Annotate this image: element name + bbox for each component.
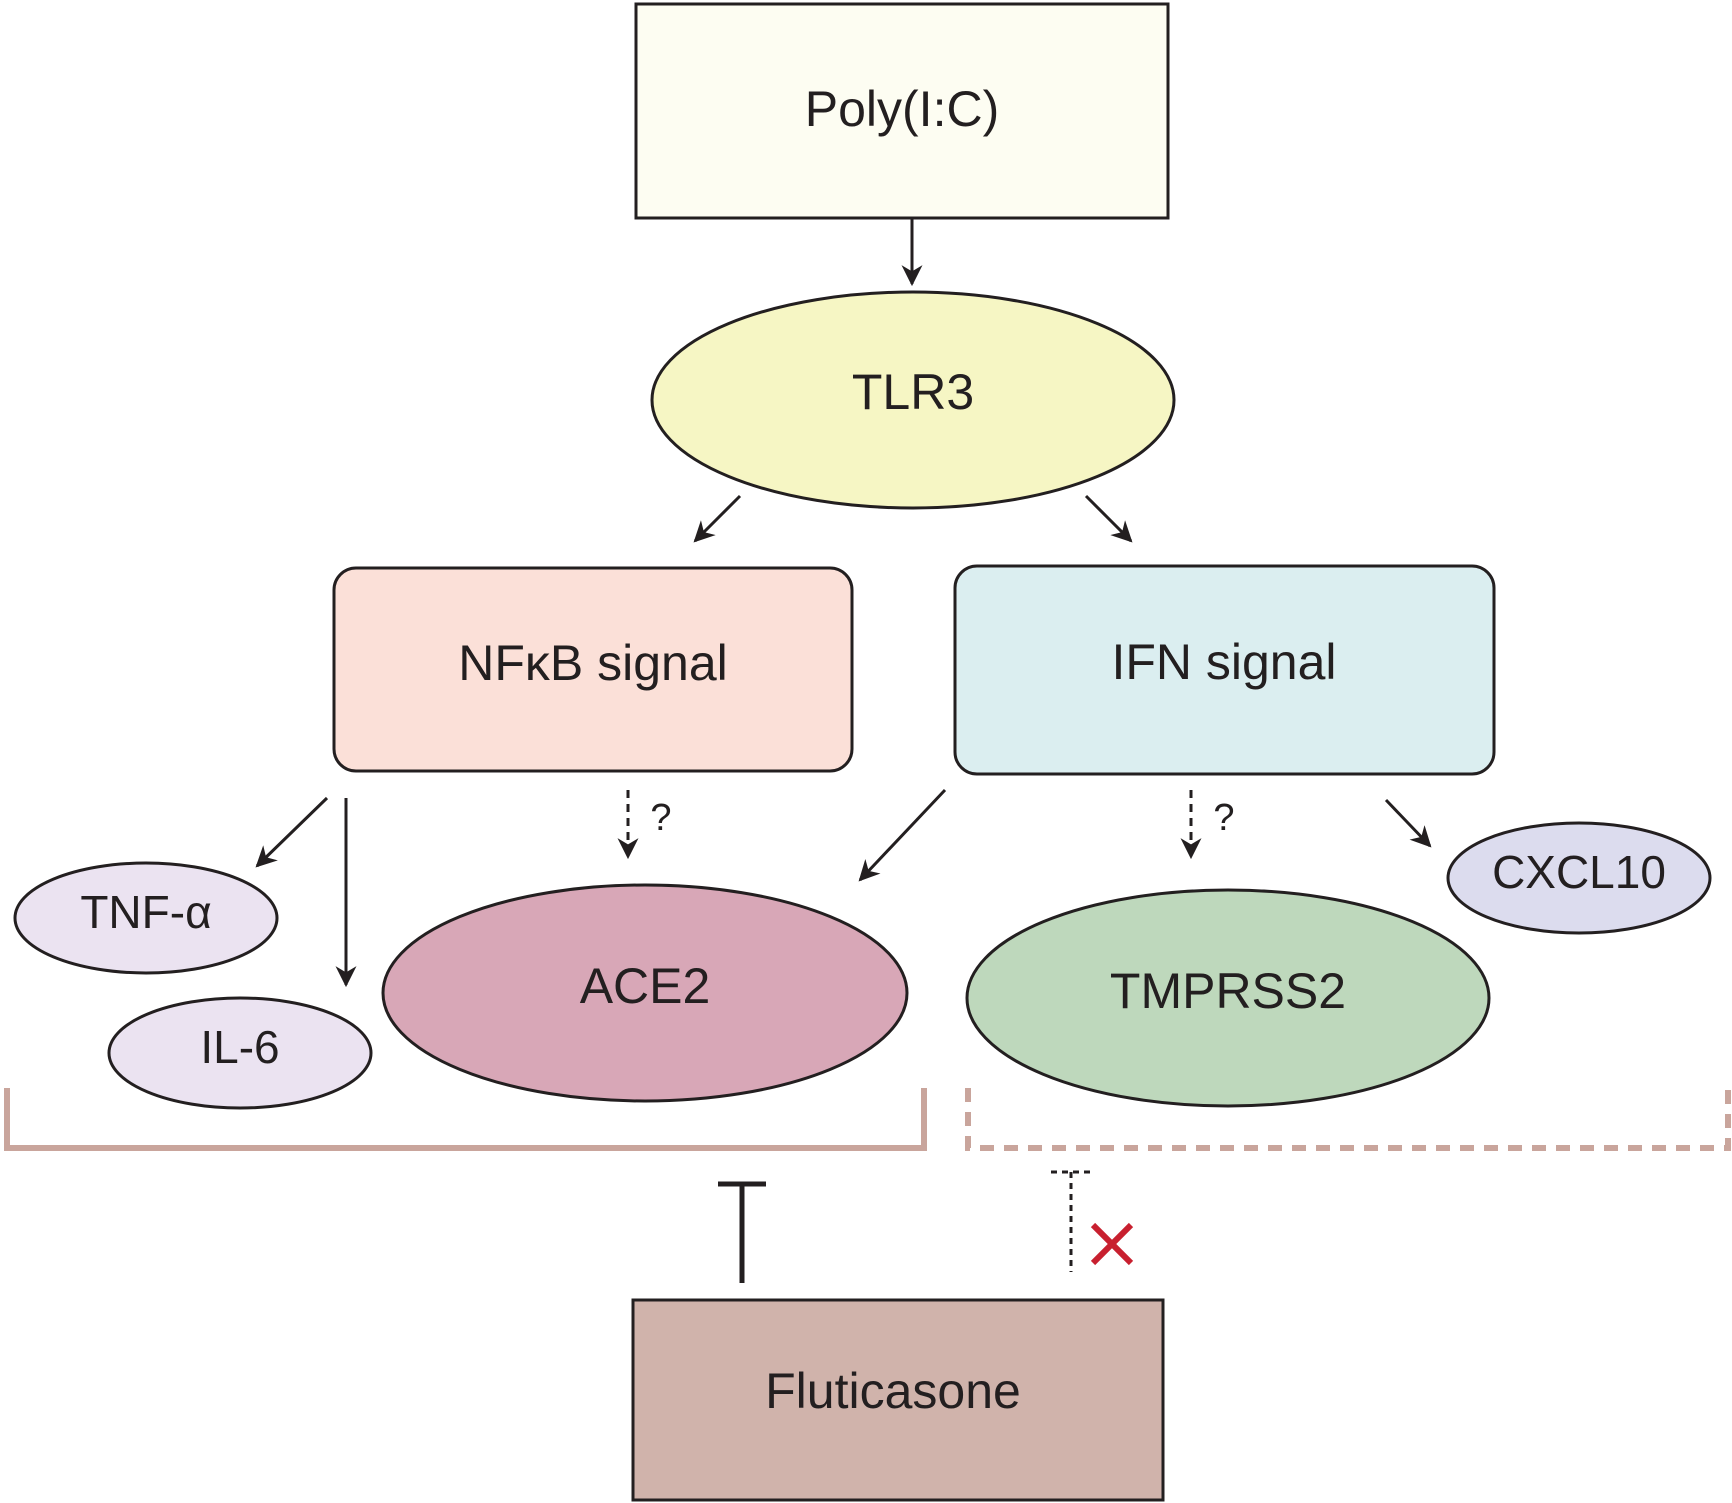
tmprss2-ellipse (965, 888, 1491, 1108)
cxcl10-node: CXCL10 (1446, 821, 1712, 935)
cross-stroke-2 (1090, 1222, 1134, 1266)
il6-node: IL-6 (107, 996, 373, 1110)
tnfa-label: TNF-α (80, 886, 211, 938)
cxcl10-ellipse (1446, 821, 1712, 935)
nfkb-label: NFκB signal (458, 635, 728, 691)
polyic-box (634, 2, 1170, 220)
effective-inhibition-symbol (718, 1181, 766, 1283)
tmprss2-label: TMPRSS2 (1110, 963, 1346, 1019)
il6-label: IL-6 (200, 1021, 279, 1073)
fluticasone-box (631, 1298, 1165, 1502)
polyic-node: Poly(I:C) (634, 2, 1170, 220)
ifn-box (953, 564, 1496, 776)
ace2-node: ACE2 (381, 883, 909, 1103)
edge-ifn-to-ace2 (858, 788, 947, 882)
tlr3-node: TLR3 (650, 290, 1176, 510)
edge-tlr3-to-ifn (1084, 494, 1133, 543)
nfkb-ace2-question-mark: ? (650, 797, 671, 839)
ineffective-inhibition-symbol (1051, 1170, 1094, 1272)
il6-ellipse (107, 996, 373, 1110)
tmprss2-node: TMPRSS2 (965, 888, 1491, 1108)
polyic-label: Poly(I:C) (805, 81, 999, 137)
nfkb-node: NFκB signal (332, 566, 854, 773)
fluticasone-label: Fluticasone (765, 1363, 1021, 1419)
ace2-label: ACE2 (580, 958, 711, 1014)
ifn-label: IFN signal (1111, 634, 1336, 690)
cross-icon (1090, 1222, 1134, 1266)
tlr3-label: TLR3 (852, 364, 974, 420)
edge-tlr3-to-nfkb (693, 494, 742, 543)
cxcl10-label: CXCL10 (1492, 846, 1666, 898)
tnfa-ellipse (13, 861, 279, 975)
tlr3-ellipse (650, 290, 1176, 510)
ifn-effects-bracket (965, 1088, 1731, 1151)
edge-nfkb-to-tnfa (255, 796, 329, 868)
nfkb-box (332, 566, 854, 773)
edge-ifn-to-cxcl10 (1384, 798, 1432, 848)
ifn-tmprss2-question-mark: ? (1213, 797, 1234, 839)
ifn-node: IFN signal (953, 564, 1496, 776)
ace2-ellipse (381, 883, 909, 1103)
nfkb-effects-bracket (4, 1088, 927, 1151)
fluticasone-node: Fluticasone (631, 1298, 1165, 1502)
tnfa-node: TNF-α (13, 861, 279, 975)
